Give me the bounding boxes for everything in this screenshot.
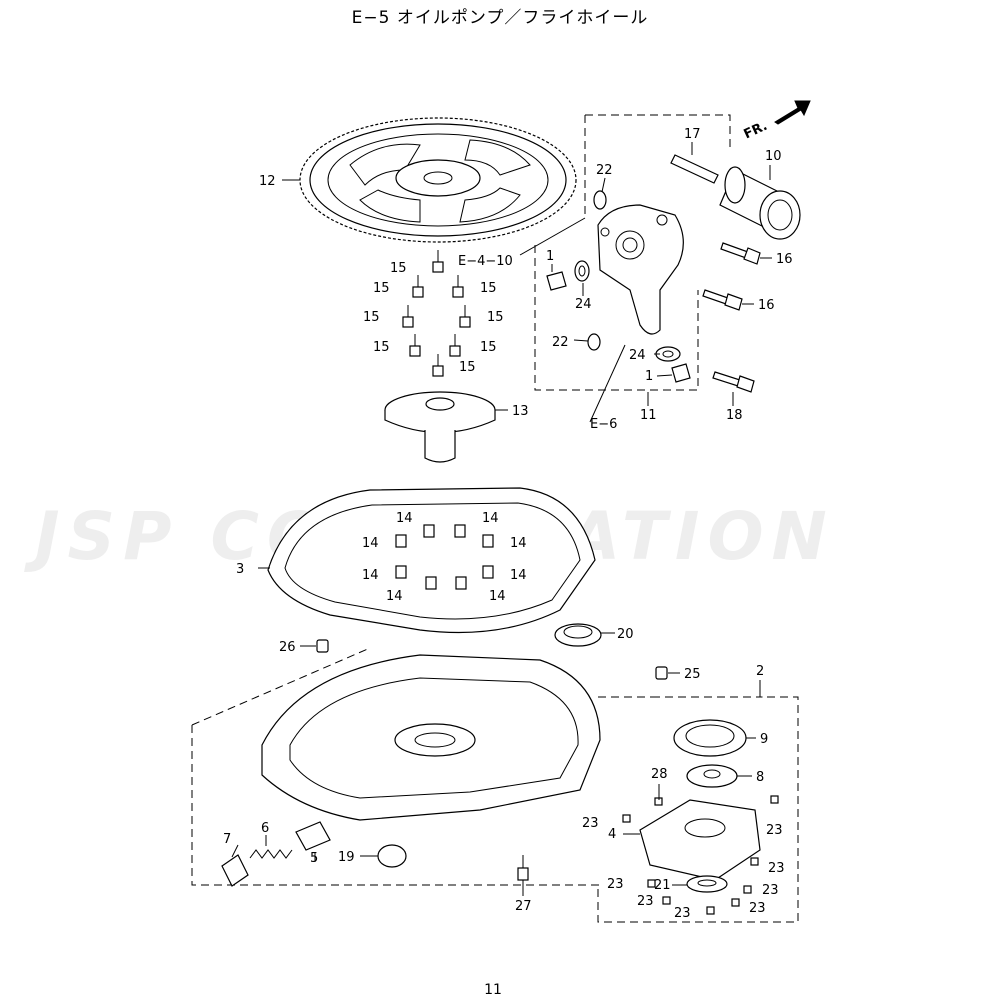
callout-number: 14 — [510, 568, 527, 583]
callout-number: 7 — [223, 832, 231, 847]
callout-number: 14 — [510, 536, 527, 551]
callout-number: 15 — [487, 310, 504, 325]
sealing-washer-24a[interactable] — [574, 260, 590, 282]
o-ring-22b[interactable] — [587, 333, 601, 351]
page-number: 11 — [484, 982, 502, 998]
pump-screws[interactable] — [622, 795, 779, 915]
flywheel-hub[interactable] — [384, 391, 496, 463]
callout-number: 15 — [480, 281, 497, 296]
callout-number: 9 — [760, 732, 768, 747]
callout-number: 16 — [776, 252, 793, 267]
callout-number: 8 — [756, 770, 764, 785]
direction-label: FR. — [742, 119, 770, 143]
callout-number: 22 — [552, 335, 569, 350]
dowel-pin-26[interactable] — [316, 639, 329, 653]
transmission-case[interactable] — [261, 654, 601, 821]
oil-seal-21[interactable] — [686, 875, 728, 893]
callout-number: 15 — [390, 261, 407, 276]
callout-number: 14 — [362, 568, 379, 583]
flywheel-ring-gear[interactable] — [299, 117, 577, 243]
callout-number: 6 — [261, 821, 269, 836]
callout-number: 18 — [726, 408, 743, 423]
callout-number: 15 — [373, 340, 390, 355]
callout-number: 13 — [512, 404, 529, 419]
plug-bolt-19[interactable] — [377, 844, 407, 868]
callout-number: 15 — [363, 310, 380, 325]
callout-number: 14 — [396, 511, 413, 526]
flywheel-bolts[interactable] — [402, 250, 471, 377]
callout-number: 23 — [607, 877, 624, 892]
callout-number: 11 — [640, 408, 657, 423]
callout-number: 22 — [596, 163, 613, 178]
stud-bolt[interactable] — [670, 154, 719, 184]
oil-filter[interactable] — [719, 166, 801, 240]
callout-number: 10 — [765, 149, 782, 164]
drain-plug-lower[interactable] — [671, 363, 691, 383]
ref-e6: E−6 — [590, 417, 617, 432]
callout-number: 14 — [362, 536, 379, 551]
callout-number: 23 — [582, 816, 599, 831]
callout-number: 15 — [480, 340, 497, 355]
relief-valve-plug[interactable] — [221, 854, 249, 887]
callout-number: 5 — [310, 851, 318, 866]
callout-number: 24 — [629, 348, 646, 363]
callout-number: 23 — [762, 883, 779, 898]
callout-number: 12 — [259, 174, 276, 189]
callout-number: 20 — [617, 627, 634, 642]
gasket-bolts[interactable] — [395, 524, 494, 590]
callout-number: 23 — [637, 894, 654, 909]
callout-number: 3 — [236, 562, 244, 577]
flange-bolt-upper[interactable] — [720, 242, 761, 265]
ref-e4-10: E−4−10 — [458, 254, 513, 269]
callout-number: 14 — [386, 589, 403, 604]
callout-number: 27 — [515, 899, 532, 914]
flange-bolt-lower[interactable] — [702, 289, 743, 311]
callout-number: 26 — [279, 640, 296, 655]
callout-number: 23 — [749, 901, 766, 916]
callout-number: 14 — [482, 511, 499, 526]
callout-number: 14 — [489, 589, 506, 604]
callout-number: 15 — [373, 281, 390, 296]
oil-seal[interactable] — [554, 623, 602, 647]
callout-number: 1 — [645, 369, 653, 384]
o-ring-22a[interactable] — [593, 190, 607, 210]
flange-bolt-18[interactable] — [712, 371, 755, 393]
dowel-pin-25[interactable] — [655, 666, 668, 680]
callout-number: 28 — [651, 767, 668, 782]
callout-number: 2 — [756, 664, 764, 679]
callout-number: 16 — [758, 298, 775, 313]
drain-bolt-27[interactable] — [517, 855, 529, 881]
outer-rotor[interactable] — [673, 719, 747, 757]
callout-number: 19 — [338, 850, 355, 865]
callout-labels: FR. E−4−10 E−6 12 10 17 22 1 24 22 24 1 … — [223, 119, 793, 921]
leader-lines — [231, 142, 772, 896]
callout-number: 23 — [674, 906, 691, 921]
callout-number: 1 — [546, 249, 554, 264]
page-title: E−5 オイルポンプ／フライホイール — [351, 8, 649, 28]
gasket[interactable] — [267, 487, 596, 634]
relief-valve-spring[interactable] — [249, 849, 293, 859]
callout-number: 24 — [575, 297, 592, 312]
callout-number: 17 — [684, 127, 701, 142]
callout-number: 15 — [459, 360, 476, 375]
callout-number: 23 — [766, 823, 783, 838]
callout-number: 25 — [684, 667, 701, 682]
callout-number: 21 — [654, 878, 671, 893]
front-direction-arrow-icon — [774, 100, 811, 125]
drain-plug-upper[interactable] — [546, 271, 567, 291]
relief-valve-piston[interactable] — [295, 821, 331, 851]
callout-number: 4 — [608, 827, 616, 842]
oil-filter-housing[interactable] — [597, 204, 684, 335]
callout-number: 23 — [768, 861, 785, 876]
pump-cover[interactable] — [639, 799, 761, 881]
inner-rotor[interactable] — [686, 764, 738, 788]
